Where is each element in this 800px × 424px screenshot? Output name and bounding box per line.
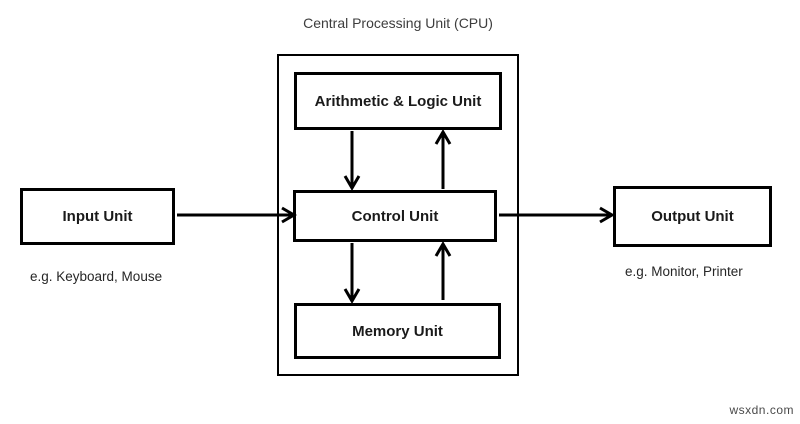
- output-unit-label: Output Unit: [651, 208, 734, 225]
- diagram-title: Central Processing Unit (CPU): [303, 15, 493, 31]
- watermark-text: wsxdn.com: [729, 403, 794, 417]
- memory-unit-box: Memory Unit: [294, 303, 501, 359]
- input-unit-box: Input Unit: [20, 188, 175, 245]
- memory-unit-label: Memory Unit: [352, 322, 443, 340]
- input-examples-caption: e.g. Keyboard, Mouse: [30, 269, 163, 284]
- arithmetic-logic-unit-label: Arithmetic & Logic Unit: [314, 92, 482, 110]
- arithmetic-logic-unit-box: Arithmetic & Logic Unit: [294, 72, 502, 130]
- control-unit-box: Control Unit: [293, 190, 497, 242]
- output-unit-box: Output Unit: [613, 186, 772, 247]
- input-unit-label: Input Unit: [62, 208, 133, 225]
- output-examples-caption: e.g. Monitor, Printer: [625, 264, 743, 279]
- control-unit-label: Control Unit: [351, 207, 439, 225]
